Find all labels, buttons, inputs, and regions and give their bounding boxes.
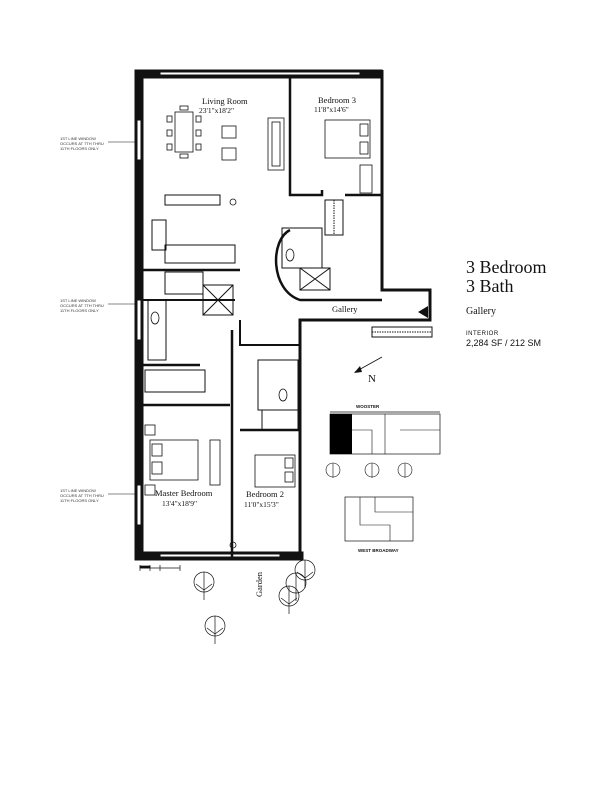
window-west-2 [136, 299, 142, 341]
interior-label: INTERIOR [466, 331, 499, 337]
svg-text:11TH FLOORS ONLY: 11TH FLOORS ONLY [60, 146, 99, 151]
bath-gallery [281, 227, 323, 269]
bath-2 [257, 359, 299, 411]
dining-table [174, 111, 194, 153]
svg-text:11TH FLOORS ONLY: 11TH FLOORS ONLY [60, 498, 99, 503]
east-wall [298, 70, 432, 560]
svg-text:WEST BROADWAY: WEST BROADWAY [358, 548, 399, 553]
kitchen-island [164, 244, 236, 264]
svg-text:1ST LINE WINDOW: 1ST LINE WINDOW [60, 136, 96, 141]
tub [164, 271, 204, 295]
kitchen-counter [164, 194, 221, 206]
vanity [147, 299, 167, 361]
interior-area: 2,284 SF / 212 SM [466, 338, 542, 348]
tree-icon [278, 585, 300, 614]
entry-arrow-icon [418, 306, 428, 318]
bedroom2-dims: 11'0"x15'3" [244, 500, 279, 509]
armchair-2 [221, 147, 237, 161]
garden-label: Garden [254, 571, 264, 597]
svg-text:WOOSTER: WOOSTER [356, 404, 380, 409]
unit-title-bedrooms: 3 Bedroom [466, 257, 547, 277]
bedroom3-wall [288, 78, 324, 197]
gallery-label: Gallery [332, 304, 358, 314]
garden-trees [193, 559, 316, 644]
bed-master [149, 439, 199, 481]
master-bedroom-label: Master Bedroom [155, 488, 213, 498]
closet-gallery [299, 267, 331, 291]
closet-master [144, 369, 206, 393]
svg-text:N: N [368, 373, 376, 385]
armchair-1 [221, 125, 237, 139]
unit-title-baths: 3 Bath [466, 276, 514, 296]
window-note-2: 1ST LINE WINDOW OCCURS AT 7TH THRU 11TH … [60, 298, 136, 313]
bedroom2-label: Bedroom 2 [246, 489, 284, 499]
north-arrow-icon [354, 366, 362, 373]
tree-icon [204, 615, 226, 644]
gallery-curve-wall [274, 228, 382, 302]
living-room-dims: 23'1"x18'2" [199, 106, 234, 115]
unit-title-block: 3 Bedroom 3 Bath Gallery INTERIOR 2,284 … [466, 257, 596, 349]
master-bedroom-dims: 13'4"x18'9" [162, 499, 197, 508]
window-north [159, 71, 361, 76]
tree-icon [193, 571, 215, 600]
tree-icon [285, 572, 307, 601]
svg-text:1ST LINE WINDOW: 1ST LINE WINDOW [60, 298, 96, 303]
window-note-3: 1ST LINE WINDOW OCCURS AT 7TH THRU 11TH … [60, 488, 136, 503]
window-west-1 [136, 119, 142, 161]
bedroom3-dims: 11'8"x14'6" [314, 105, 349, 114]
tree-icon [294, 559, 316, 588]
window-west-3 [136, 484, 142, 526]
bedroom3-label: Bedroom 3 [318, 95, 356, 105]
bed-3 [324, 119, 371, 159]
svg-text:OCCURS AT 7TH THRU: OCCURS AT 7TH THRU [60, 141, 104, 146]
closet-2 [261, 409, 299, 431]
sofa [267, 117, 285, 171]
bed-2 [254, 454, 296, 488]
key-plan: WOOSTER WEST BROADWAY [325, 404, 441, 553]
svg-text:1ST LINE WINDOW: 1ST LINE WINDOW [60, 488, 96, 493]
scale-bar [139, 565, 181, 571]
exterior-wall [135, 70, 382, 560]
window-south [159, 553, 281, 558]
unit-highlight [330, 414, 352, 454]
north-compass: N [354, 356, 383, 385]
range [151, 219, 167, 251]
svg-text:OCCURS AT 7TH THRU: OCCURS AT 7TH THRU [60, 493, 104, 498]
living-room-label: Living Room [202, 96, 248, 106]
unit-subtitle: Gallery [466, 306, 496, 317]
svg-text:11TH FLOORS ONLY: 11TH FLOORS ONLY [60, 308, 99, 313]
svg-text:OCCURS AT 7TH THRU: OCCURS AT 7TH THRU [60, 303, 104, 308]
window-note-1: 1ST LINE WINDOW OCCURS AT 7TH THRU 11TH … [60, 136, 136, 151]
